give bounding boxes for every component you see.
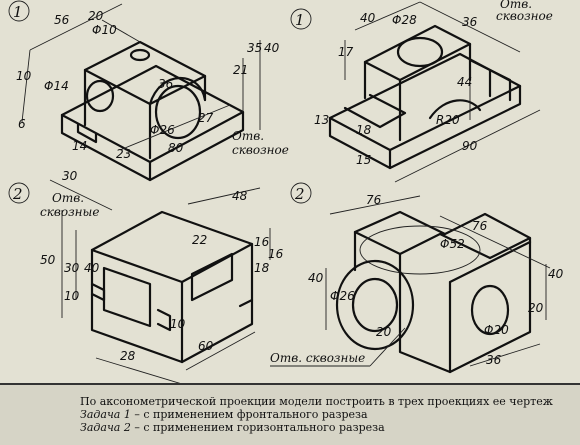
p1-dim-10: 10	[16, 69, 32, 83]
p1-dim-phi10: Φ10	[92, 23, 117, 37]
task-1-text: – с применением фронтального разреза	[130, 408, 368, 421]
p3-dim-22: 22	[192, 233, 207, 247]
p1-note-line1: Отв.	[232, 129, 264, 143]
part-4-drawing: 2 76 76 Φ52 40 Φ26 20 Φ20 40 20 36 Отв. …	[270, 182, 564, 374]
p3-dim-18: 18	[254, 261, 270, 275]
task-2-text: – с применением горизонтального разреза	[130, 421, 385, 434]
p4-dim-phi52: Φ52	[440, 237, 465, 251]
p3-dim-50: 50	[40, 253, 56, 267]
p1-dim-14: 14	[72, 139, 87, 153]
p1-dim-23: 23	[116, 147, 131, 161]
caption-line-1: По аксонометрической проекции модели пос…	[80, 395, 553, 408]
p4-dim-phi26: Φ26	[330, 289, 355, 303]
p2-dim-18: 18	[356, 123, 372, 137]
p2-dim-phi28: Φ28	[392, 13, 417, 27]
task-1-label: Задача 1	[80, 408, 131, 421]
p2-note-line2: сквозное	[496, 9, 553, 23]
p1-dim-6: 6	[18, 117, 26, 131]
p1-dim-phi14: Φ14	[44, 79, 69, 93]
task-number-circle	[8, 0, 30, 22]
p2-dim-90: 90	[462, 139, 478, 153]
p4-dim-76b: 76	[472, 219, 488, 233]
p2-note-line1: Отв.	[500, 0, 532, 11]
p1-dim-27: 27	[198, 111, 214, 125]
p4-dim-20a: 20	[376, 325, 392, 339]
p3-dim-30: 30	[64, 261, 80, 275]
part-2-drawing: 1 40 Φ28 36 17 44 13 18 R20 15 90 Отв. с…	[290, 0, 553, 183]
task-number: 2	[12, 185, 23, 203]
task-number: 2	[294, 185, 305, 203]
p3-dim-28: 28	[120, 349, 136, 363]
p1-dim-20: 20	[88, 9, 104, 23]
p3-note-line2: сквозные	[40, 205, 99, 219]
task-number-circle	[290, 182, 312, 204]
task-number-circle	[8, 182, 30, 204]
p4-note: Отв. сквозные	[270, 351, 365, 365]
p3-dim-16: 16	[254, 235, 270, 249]
task-number: 1	[295, 11, 305, 29]
p4-dim-phi20: Φ20	[484, 323, 509, 337]
isometric-drawings: 1 56 20 Φ10 35 40 10 Φ14 21 36 6 27 Φ26 …	[8, 0, 564, 383]
p2-dim-R20: R20	[436, 113, 460, 127]
task-number-circle	[290, 8, 312, 30]
p3-dim-16b: 16	[268, 247, 284, 261]
task-number: 1	[13, 3, 23, 21]
p1-dim-56: 56	[54, 13, 70, 27]
p3-dim-48: 48	[232, 189, 248, 203]
p4-dim-40a: 40	[308, 271, 324, 285]
p1-dim-80: 80	[168, 141, 184, 155]
p2-dim-40: 40	[360, 11, 376, 25]
p4-dim-76a: 76	[366, 193, 382, 207]
p3-dim-10: 10	[64, 289, 80, 303]
caption-line-2: Задача 1 – с применением фронтального ра…	[80, 408, 580, 421]
p3-dim-60: 60	[198, 339, 214, 353]
p1-dim-phi26: Φ26	[150, 123, 175, 137]
p1-dim-35: 35	[247, 41, 262, 55]
task-2-label: Задача 2	[80, 421, 131, 434]
p1-dim-30: 30	[62, 169, 78, 183]
p4-dim-40b: 40	[548, 267, 564, 281]
p1-note-line2: сквозное	[232, 143, 289, 157]
p4-dim-36: 36	[486, 353, 502, 367]
p4-dim-20b: 20	[528, 301, 544, 315]
p2-dim-15: 15	[356, 153, 371, 167]
p3-note-line1: Отв.	[52, 191, 84, 205]
p1-dim-40: 40	[264, 41, 280, 55]
p3-dim-40: 40	[84, 261, 100, 275]
part-3-drawing: 2 48 50 30 10 40 22 16 18 16 10 28 60 От…	[8, 182, 284, 383]
p2-dim-13: 13	[314, 113, 329, 127]
caption-line-3: Задача 2 – с применением горизонтального…	[80, 421, 580, 434]
p2-dim-36: 36	[462, 15, 478, 29]
p1-dim-21: 21	[233, 63, 248, 77]
p2-dim-44: 44	[457, 75, 472, 89]
task-caption: По аксонометрической проекции модели пос…	[0, 383, 580, 445]
p2-dim-17: 17	[338, 45, 354, 59]
p1-dim-36: 36	[158, 77, 174, 91]
p3-dim-10b: 10	[170, 317, 186, 331]
part-1-drawing: 1 56 20 Φ10 35 40 10 Φ14 21 36 6 27 Φ26 …	[8, 0, 289, 211]
